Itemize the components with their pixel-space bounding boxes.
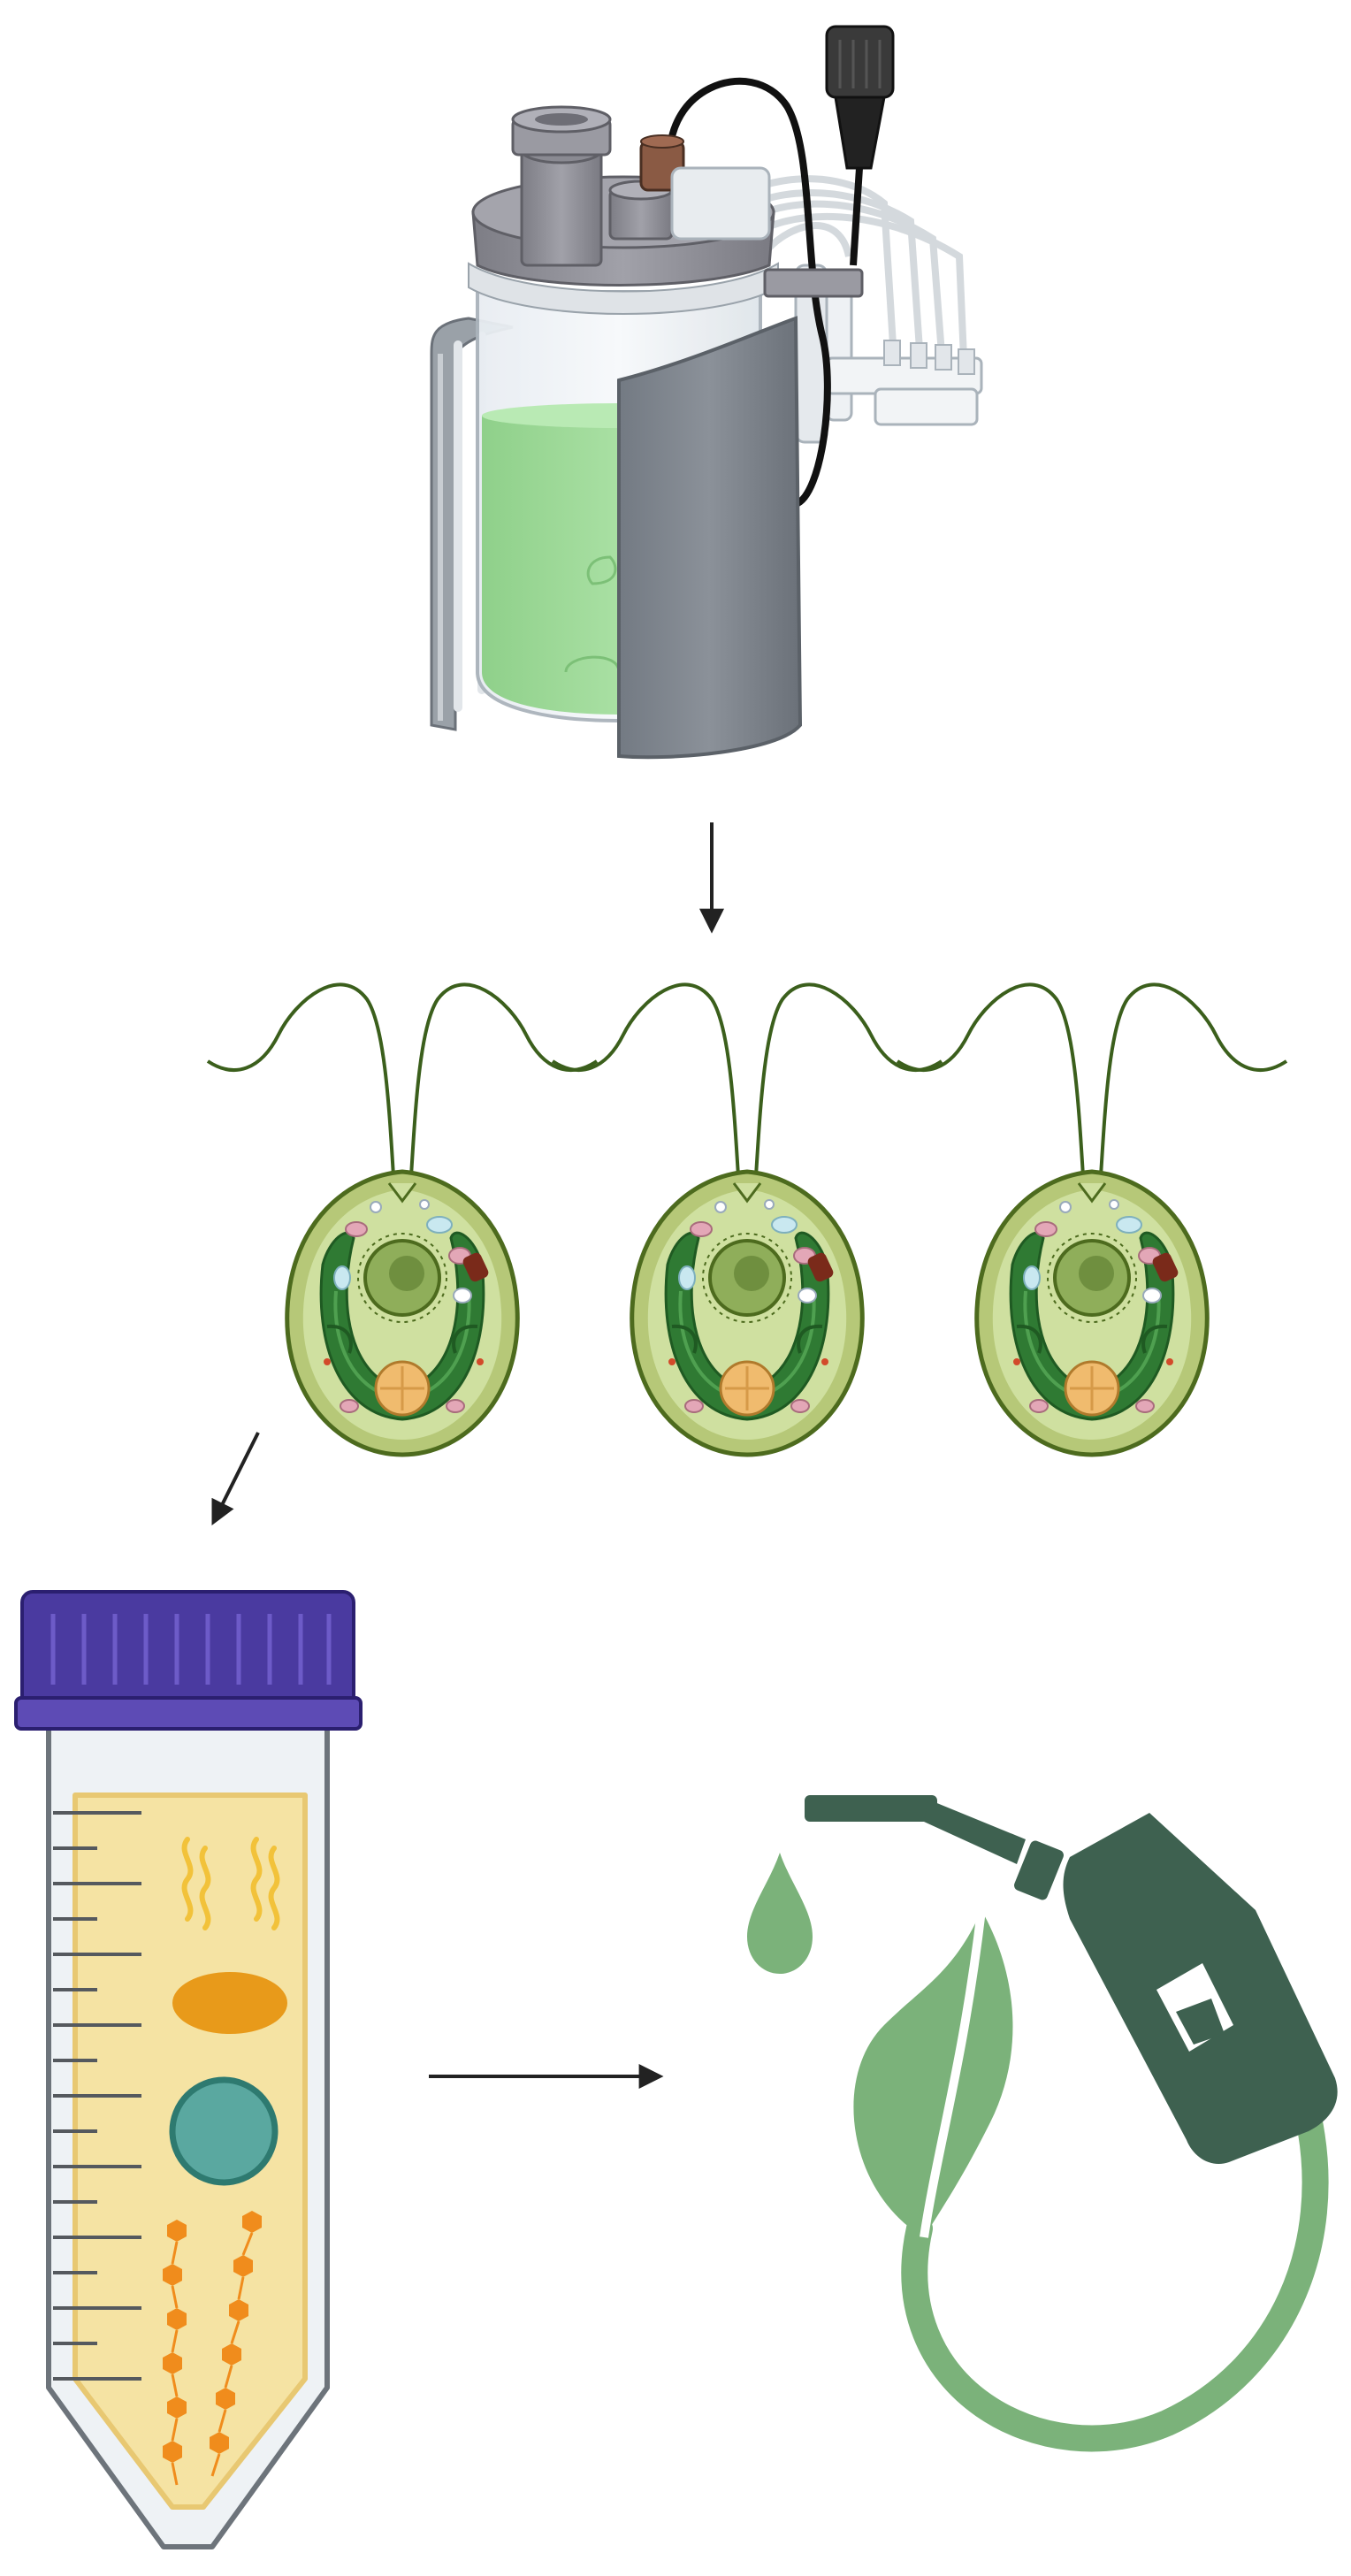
biofuel-icon	[747, 1795, 1338, 2452]
photobioreactor	[430, 25, 983, 760]
lipid-extraction-tube	[14, 1590, 363, 2549]
algae-cell	[208, 984, 597, 1455]
algae-cell	[897, 984, 1286, 1455]
algae-cell	[553, 984, 942, 1455]
microalgae-cells	[208, 984, 1286, 1455]
lipid-chains	[163, 2211, 262, 2463]
arrow-cells-to-tube	[211, 1432, 260, 1526]
